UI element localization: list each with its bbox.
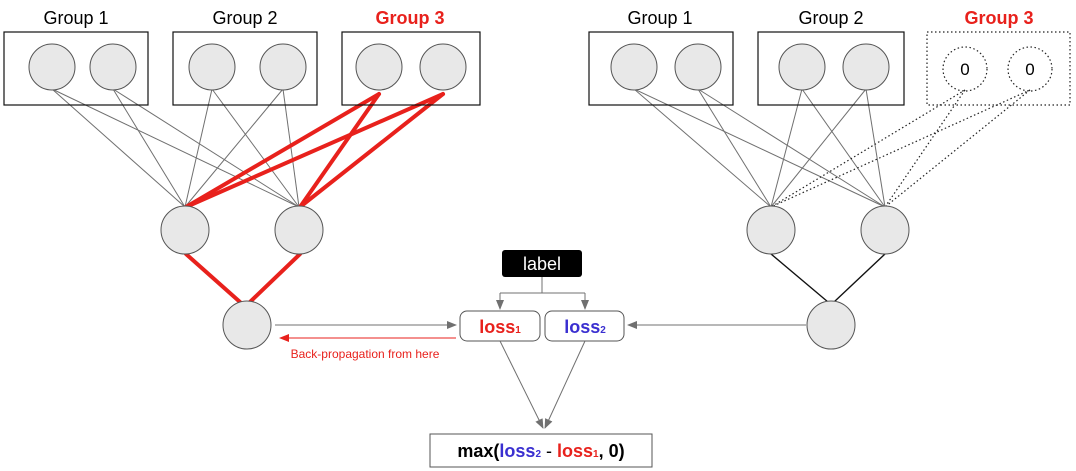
left-group-3-box xyxy=(341,31,481,106)
right-hidden-node xyxy=(860,205,910,255)
left-input-node xyxy=(259,43,307,91)
right-group-2-label: Group 2 xyxy=(798,8,863,28)
right-network: Group 1 Group 2 Group 3 0 0 xyxy=(588,8,1071,350)
left-group-1-label: Group 1 xyxy=(43,8,108,28)
right-output-node xyxy=(806,300,856,350)
right-masked-node xyxy=(942,46,988,92)
right-group-1-label: Group 1 xyxy=(627,8,692,28)
left-network: Group 1 Group 2 Group 3 xyxy=(3,8,481,350)
right-group-2-box xyxy=(757,31,905,106)
masked-value: 0 xyxy=(1025,60,1034,79)
backprop-label: Back-propagation from here xyxy=(291,347,440,361)
formula-box xyxy=(429,433,653,468)
left-group-1-box xyxy=(3,31,149,106)
left-red-connections xyxy=(184,92,445,304)
left-input-node xyxy=(89,43,137,91)
left-input-node xyxy=(28,43,76,91)
left-input-node xyxy=(188,43,236,91)
label-box xyxy=(502,250,582,277)
left-hidden-node xyxy=(274,205,324,255)
formula-text: max(loss2 - loss1, 0) xyxy=(457,441,624,461)
loss2-text: loss2 xyxy=(564,317,606,337)
right-group-1-box xyxy=(588,31,734,106)
right-dotted-connections xyxy=(770,89,1031,208)
left-hidden-node xyxy=(160,205,210,255)
left-group-2-box xyxy=(172,31,318,106)
right-input-node xyxy=(842,43,890,91)
left-group-3-label: Group 3 xyxy=(375,8,444,28)
right-output-connections xyxy=(770,253,886,303)
loss-section: label loss1 loss2 Back-propagation from … xyxy=(275,250,806,468)
right-masked-node xyxy=(1007,46,1053,92)
masked-value: 0 xyxy=(960,60,969,79)
right-hidden-node xyxy=(746,205,796,255)
left-thin-connections xyxy=(51,88,300,208)
label-box-text: label xyxy=(523,254,561,274)
right-group-3-label: Group 3 xyxy=(964,8,1033,28)
left-input-node xyxy=(419,43,467,91)
right-group-3-box xyxy=(926,31,1071,106)
left-input-node xyxy=(355,43,403,91)
right-input-node xyxy=(778,43,826,91)
left-group-2-label: Group 2 xyxy=(212,8,277,28)
left-output-node xyxy=(222,300,272,350)
right-input-node xyxy=(610,43,658,91)
right-input-node xyxy=(674,43,722,91)
loss1-text: loss1 xyxy=(479,317,521,337)
right-thin-connections xyxy=(633,88,886,208)
